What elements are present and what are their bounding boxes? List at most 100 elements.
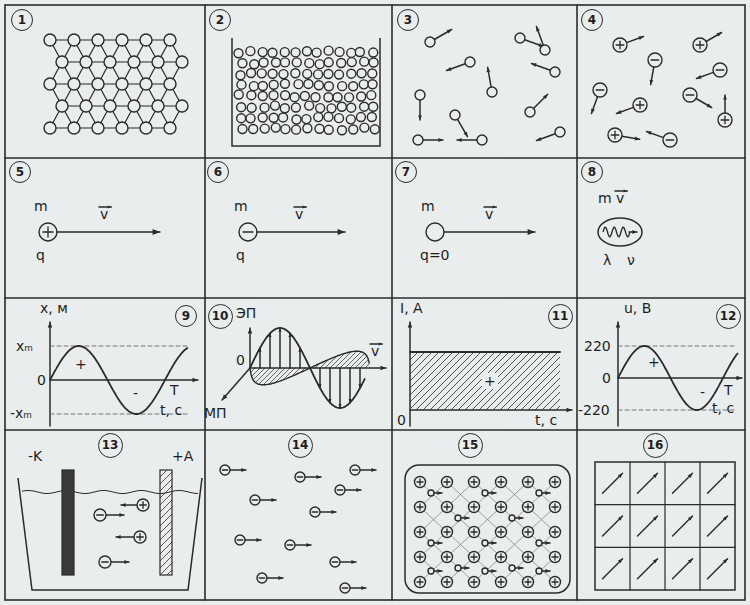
gas-molecule-velocity-head	[418, 115, 422, 120]
plus-sign	[527, 479, 528, 485]
t-axis-head	[193, 378, 199, 383]
lattice-ion	[550, 552, 561, 563]
minus-sign	[651, 59, 659, 60]
magnetic-hatch	[355, 356, 367, 368]
callout-number: 4	[588, 13, 596, 27]
liquid-molecule	[327, 104, 336, 113]
ion-velocity	[591, 97, 597, 114]
ion-velocity-head	[639, 36, 644, 40]
cathode	[62, 470, 74, 575]
gas-molecule	[540, 45, 550, 55]
field-vector-head	[653, 559, 658, 564]
ion-velocity	[647, 131, 664, 137]
liquid-molecule	[260, 103, 269, 112]
liquid-molecule	[291, 48, 300, 57]
hatched-area	[410, 352, 560, 410]
ion	[713, 63, 727, 77]
field-grid-line	[595, 504, 735, 505]
lattice-atom	[152, 100, 164, 112]
liquid-molecule	[315, 124, 324, 133]
liquid-molecule	[271, 123, 280, 132]
liquid-molecule	[333, 93, 342, 102]
lattice-ion	[550, 577, 561, 588]
field-vector-head	[723, 559, 728, 564]
electron	[220, 465, 230, 475]
liquid-molecule	[291, 69, 300, 78]
physics-label: u, B	[624, 300, 651, 316]
plus-sign	[419, 479, 420, 485]
minus-sign	[222, 469, 228, 470]
plus-sign	[500, 529, 501, 535]
liquid-molecule	[270, 101, 279, 110]
field-vector	[638, 559, 658, 579]
field-vector-head	[688, 559, 693, 564]
t-axis	[50, 379, 198, 381]
cation	[134, 531, 146, 543]
gas-molecule-velocity-head	[438, 138, 443, 142]
gas-molecule-velocity-head	[543, 94, 548, 99]
ion	[718, 113, 732, 127]
gas-molecule	[515, 33, 525, 43]
lattice-ion	[496, 527, 507, 538]
electron	[250, 495, 260, 505]
minus-sign	[259, 577, 265, 578]
free-electron	[536, 540, 542, 546]
ion-velocity	[627, 36, 644, 42]
minus-sign	[596, 89, 604, 90]
plus-sign	[139, 534, 140, 541]
field-vector-head	[618, 559, 623, 564]
minus-sign	[342, 587, 348, 588]
liquid-molecule	[269, 91, 278, 100]
lattice-atom	[44, 122, 56, 134]
plus-sign	[500, 504, 501, 510]
u-axis-head	[616, 322, 621, 328]
gas-molecule-velocity	[536, 27, 543, 46]
plus-sign	[473, 554, 474, 560]
minus-sign	[237, 539, 243, 540]
anion	[99, 556, 111, 568]
liquid-molecule	[302, 115, 311, 124]
minus-sign	[252, 499, 258, 500]
field-grid	[595, 462, 735, 590]
velocity-arrow	[257, 231, 345, 233]
field-vector	[638, 516, 658, 536]
liquid-molecule	[258, 91, 267, 100]
electric-vector	[359, 368, 361, 388]
physics-label: 0	[602, 370, 611, 386]
free-electron-velocity-head	[491, 491, 496, 495]
free-electron-velocity-head	[518, 516, 523, 520]
plus-sign	[446, 504, 447, 510]
liquid-molecule	[257, 69, 266, 78]
plus-sign	[554, 579, 555, 585]
liquid-molecule	[268, 69, 277, 78]
liquid-molecule	[258, 81, 267, 90]
ion	[608, 128, 622, 142]
gas-molecule-velocity-head	[447, 67, 452, 71]
gas-molecule-velocity-head	[487, 67, 491, 72]
plus-sign	[446, 579, 447, 585]
electron-velocity-head	[331, 510, 336, 514]
plus-sign	[446, 479, 447, 485]
metal-sample	[405, 465, 570, 593]
lattice-atom	[92, 34, 104, 46]
cell-number: 6	[207, 161, 229, 183]
liquid-molecule	[303, 69, 312, 78]
lattice-atom	[128, 56, 140, 68]
physics-label: m	[34, 198, 48, 214]
ion-velocity	[706, 33, 722, 42]
callout-number: 15	[462, 438, 479, 452]
level-line	[50, 346, 188, 347]
liquid-molecule	[269, 113, 278, 122]
liquid-molecule	[324, 58, 333, 67]
cell-number: 1	[11, 9, 33, 31]
liquid-molecule	[237, 114, 246, 123]
liquid-molecule	[246, 47, 255, 56]
magnetic-hatch	[259, 368, 275, 384]
plus-sign	[527, 504, 528, 510]
anion	[94, 509, 106, 521]
physics-label: q	[236, 247, 245, 263]
physics-label: ЭП	[236, 305, 256, 321]
ion-velocity	[697, 72, 714, 78]
grid-line	[5, 429, 745, 431]
ion-velocity-head	[697, 75, 702, 79]
